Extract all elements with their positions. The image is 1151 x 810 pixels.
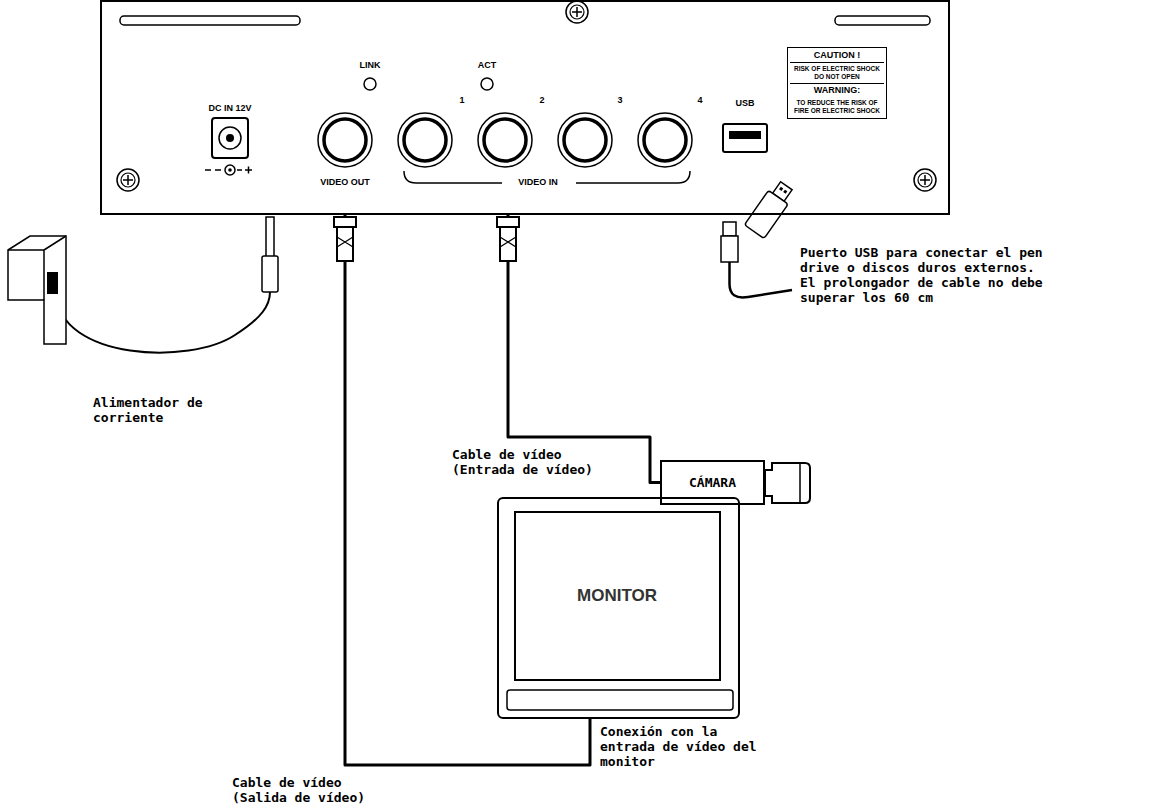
- video-cable: [345, 215, 590, 765]
- usb-port: [729, 131, 761, 139]
- led: [364, 78, 376, 90]
- warning-text: RISK OF ELECTRIC SHOCK DO NOT OPEN: [791, 64, 883, 82]
- dc-jack-pin: [226, 134, 234, 142]
- port-label: USB: [735, 98, 754, 109]
- bnc-plug: [500, 227, 516, 261]
- video-cable: [508, 215, 660, 483]
- usb-stick: [783, 190, 787, 194]
- screw-cross: [920, 175, 930, 185]
- dvr-rear-panel: LINK ACT DC IN 12V VIDEO OUT 1 2 3 4VIDEO IN USB…: [100, 0, 950, 215]
- vent-slot: [120, 16, 300, 25]
- polarity-symbol: [205, 167, 252, 174]
- usb-stick: [779, 187, 783, 191]
- port-label: 3: [617, 95, 622, 106]
- bnc-port: [638, 113, 692, 167]
- cable-label: Cable de vídeo (Entrada de vídeo): [452, 447, 601, 477]
- monitor-base: [507, 690, 733, 710]
- bnc-port: [644, 119, 686, 161]
- port-label: 1: [459, 95, 464, 106]
- monitor-screen: [515, 512, 720, 680]
- usb-stick: [744, 179, 796, 239]
- usb-plug: [721, 236, 738, 262]
- cable-group: [345, 215, 660, 765]
- warning-text: WARNING:: [790, 83, 884, 97]
- usb-port: [723, 124, 767, 152]
- device-label: CÁMARA: [689, 475, 736, 490]
- bnc-port: [558, 113, 612, 167]
- adapter-socket: [47, 272, 58, 294]
- bnc-port: [478, 113, 532, 167]
- polarity-symbol: [228, 168, 232, 172]
- screw: [117, 169, 139, 191]
- part-label: Alimentador de corriente: [93, 395, 218, 425]
- power-adapter: [8, 236, 66, 300]
- warning-text: TO REDUCE THE RISK OF FIRE OR ELECTRIC S…: [791, 98, 883, 116]
- bnc-port: [564, 119, 606, 161]
- connection-label: Conexión con la entrada de vídeo del mon…: [600, 724, 764, 769]
- bnc-plug: [337, 237, 353, 247]
- callout-note: Puerto USB para conectar el pen drive o …: [800, 245, 1054, 305]
- port-label: LINK: [360, 60, 381, 71]
- warning-box: CAUTION !RISK OF ELECTRIC SHOCK DO NOT O…: [787, 47, 887, 119]
- port-label: 2: [539, 95, 544, 106]
- port-label: VIDEO OUT: [320, 177, 370, 188]
- port-label: DC IN 12V: [208, 103, 251, 114]
- power-cable: [56, 292, 270, 353]
- port-label: VIDEO IN: [518, 177, 558, 188]
- monitor-frame: MONITOR: [497, 497, 740, 719]
- screw: [566, 1, 588, 23]
- screw-cross: [123, 175, 133, 185]
- dc-plug: [266, 217, 274, 258]
- screw-cross: [572, 7, 582, 17]
- bnc-port: [404, 119, 446, 161]
- polarity-symbol: [225, 165, 235, 175]
- usb-cable: [730, 262, 793, 297]
- device-label: MONITOR: [577, 586, 657, 606]
- bnc-plug: [500, 237, 516, 247]
- cable-label: Cable de vídeo (Salida de vídeo): [232, 775, 373, 805]
- power-adapter: [8, 236, 66, 344]
- dc-jack: [219, 127, 241, 149]
- screw: [570, 5, 584, 19]
- bnc-plug: [337, 227, 353, 261]
- screw: [914, 169, 936, 191]
- usb-plug: [723, 222, 736, 236]
- port-label: ACT: [478, 60, 497, 71]
- bnc-port: [318, 113, 372, 167]
- screw: [121, 173, 135, 187]
- bnc-plug: [334, 217, 356, 227]
- vent-slot: [835, 16, 930, 25]
- dc-plug: [262, 256, 278, 292]
- camera-lens: [765, 463, 810, 503]
- camera-lens: [799, 463, 801, 503]
- bnc-port: [398, 113, 452, 167]
- dc-jack: [212, 118, 248, 158]
- led: [481, 78, 493, 90]
- screw: [918, 173, 932, 187]
- warning-text: CAUTION !: [790, 49, 884, 63]
- port-label: 4: [697, 95, 702, 106]
- bnc-port: [324, 119, 366, 161]
- bnc-plug: [497, 217, 519, 227]
- bnc-port: [484, 119, 526, 161]
